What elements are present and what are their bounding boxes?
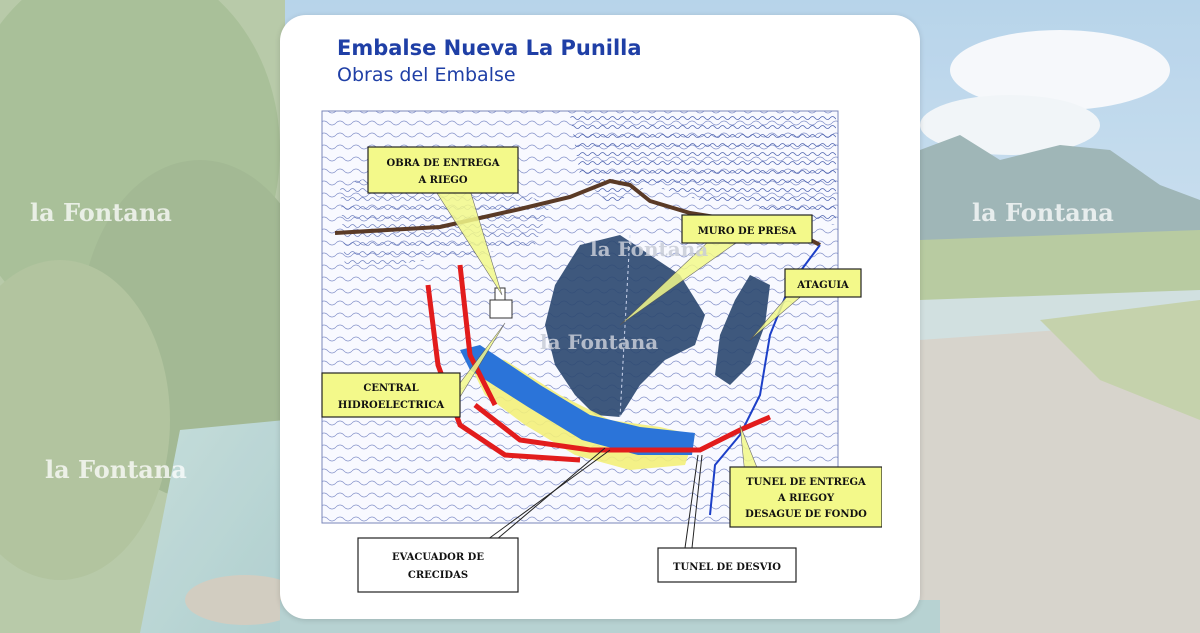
callout-tunel-entrega-line1: TUNEL DE ENTREGA — [746, 477, 866, 488]
callout-obra-entrega-line1: OBRA DE ENTREGA — [387, 158, 500, 169]
watermark-diagram-top: la Fontana — [590, 237, 709, 261]
callout-ataguia-text: ATAGUIA — [796, 280, 849, 291]
callout-central-line2: HIDROELECTRICA — [338, 400, 444, 411]
watermark-diagram-mid: la Fontana — [540, 330, 659, 354]
spillway-channel — [460, 345, 695, 455]
tunnel-desvio — [473, 403, 771, 453]
callout-central-line1: CENTRAL — [363, 383, 418, 394]
dam-works-diagram: OBRA DE ENTREGA A RIEGO MURO DE PRESA AT… — [321, 110, 882, 593]
watermark-right: la Fontana — [972, 198, 1114, 227]
callout-tunel-entrega — [729, 466, 882, 528]
tunnel-center — [457, 264, 498, 407]
callout-obra-entrega — [367, 146, 519, 194]
callout-tunel-entrega-line3: DESAGUE DE FONDO — [745, 509, 867, 520]
powerhouse-block — [489, 299, 513, 319]
callout-tunel-desvio-text: TUNEL DE DESVIO — [673, 562, 781, 573]
callout-obra-entrega-line2: A RIEGO — [417, 175, 467, 186]
cofferdam-shape — [715, 275, 770, 385]
mountain-area-north — [570, 115, 836, 225]
slide-card: Embalse Nueva La Punilla Obras del Embal… — [280, 15, 920, 619]
callout-muro-presa-text: MURO DE PRESA — [698, 226, 797, 237]
callout-evacuador — [357, 537, 519, 593]
watermark-left-bottom: la Fontana — [45, 455, 187, 484]
callout-evacuador-line2: CRECIDAS — [408, 570, 468, 581]
callout-evacuador-line1: EVACUADOR DE — [392, 552, 484, 563]
tunnel-left — [425, 284, 581, 463]
slide-title: Embalse Nueva La Punilla — [337, 36, 642, 60]
watermark-left-top: la Fontana — [30, 198, 172, 227]
callout-tunel-entrega-line2: A RIEGOY — [777, 493, 835, 504]
mountain-area-west — [340, 173, 550, 270]
slide-subtitle: Obras del Embalse — [337, 64, 516, 86]
callout-tunel-desvio — [657, 547, 797, 583]
callout-ataguia — [784, 268, 862, 298]
callout-central — [321, 372, 461, 418]
callout-muro-presa — [681, 214, 813, 244]
